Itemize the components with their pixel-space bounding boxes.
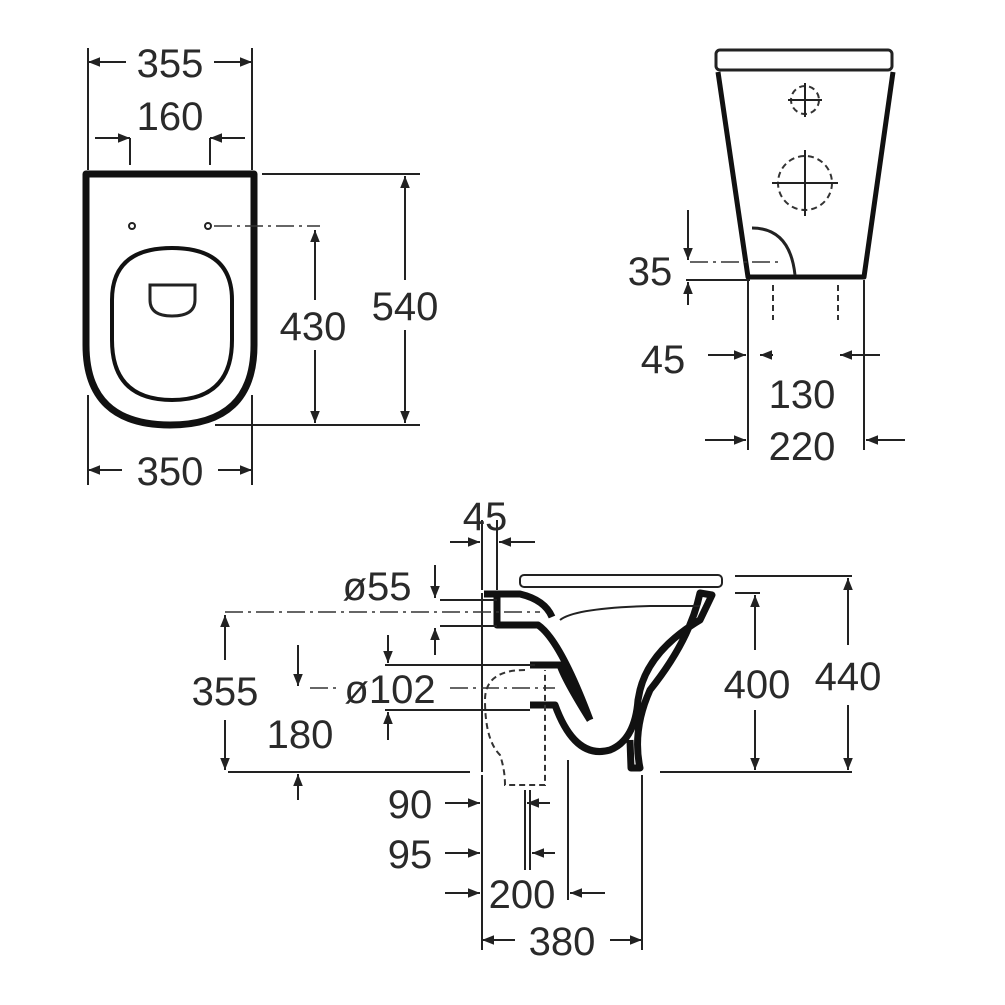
dim-130: 130 <box>769 373 836 417</box>
top-view: 355 160 350 430 540 <box>82 42 439 494</box>
fixing-hole-left <box>128 222 136 230</box>
seat-profile <box>519 574 723 588</box>
fixing-hole-right <box>204 222 212 230</box>
dim-35: 35 <box>628 250 673 294</box>
dim-95: 95 <box>388 833 433 877</box>
dim-355-inlet-height: 355 <box>192 670 259 714</box>
side-view: 45 ø55 355 ø102 180 400 440 90 95 200 38… <box>192 495 882 964</box>
bowl-section <box>484 589 716 772</box>
rear-view: 35 45 130 220 <box>628 48 905 469</box>
rim-inner <box>559 605 700 621</box>
dim-220: 220 <box>769 425 836 469</box>
seat-edge <box>714 48 894 72</box>
outlet-pipe-hidden <box>483 669 546 786</box>
dim-400: 400 <box>724 663 791 707</box>
dim-inlet-diameter: ø55 <box>343 565 412 609</box>
inlet-detail <box>751 226 797 276</box>
lid-cover <box>148 283 197 318</box>
dim-200: 200 <box>489 873 556 917</box>
dim-180: 180 <box>267 713 334 757</box>
dim-160: 160 <box>137 95 204 139</box>
dim-430: 430 <box>280 305 347 349</box>
dim-440: 440 <box>815 655 882 699</box>
seat-opening <box>110 246 234 402</box>
rear-body <box>715 71 896 280</box>
dim-45: 45 <box>641 338 686 382</box>
dim-540: 540 <box>372 285 439 329</box>
dim-350: 350 <box>137 450 204 494</box>
bowl-outline <box>82 170 258 429</box>
dim-outlet-diameter: ø102 <box>344 668 435 712</box>
dim-355: 355 <box>137 42 204 86</box>
dim-90: 90 <box>388 783 433 827</box>
dim-45-wall-gap: 45 <box>463 495 508 539</box>
dim-380: 380 <box>529 920 596 964</box>
